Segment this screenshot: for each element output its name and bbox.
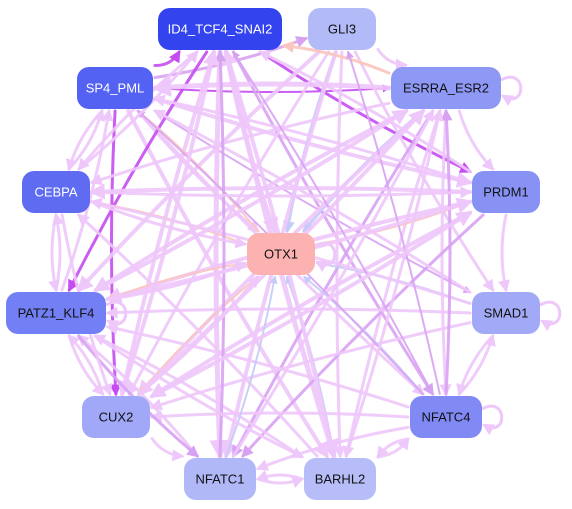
self-loop-OTX1 [314, 241, 337, 273]
edge-BARHL2-to-PATZ1_KLF4 [93, 334, 304, 459]
node-ESRRA_ESR2[interactable]: ESRRA_ESR2 [391, 67, 501, 109]
node-OTX1[interactable]: OTX1 [247, 233, 315, 275]
node-NFATC1[interactable]: NFATC1 [184, 458, 256, 500]
node-SP4_PML[interactable]: SP4_PML [77, 67, 153, 109]
edge-NFATC1-to-ESRRA_ESR2 [231, 108, 435, 458]
edge-BARHL2-to-NFATC1 [255, 470, 304, 482]
node-label-PRDM1: PRDM1 [483, 185, 529, 200]
self-loop-PATZ1_KLF4 [105, 300, 128, 332]
edge-BARHL2-to-CEBPA [77, 213, 319, 458]
self-loop-NFATC4 [481, 404, 504, 436]
edge-SMAD1-to-PATZ1_KLF4 [105, 306, 472, 319]
self-loops-layer [105, 75, 562, 436]
node-box-SMAD1 [472, 292, 540, 334]
edge-ESRRA_ESR2-to-NFATC1 [231, 109, 435, 459]
edge-PRDM1-to-SP4_PML [152, 94, 472, 184]
node-GLI3[interactable]: GLI3 [308, 8, 376, 50]
edge-PATZ1_KLF4-to-BARHL2 [93, 334, 305, 459]
edge-NFATC4-to-CUX2 [149, 410, 410, 423]
edge-SP4_PML-to-ESRRA_ESR2 [154, 84, 391, 93]
node-label-GLI3: GLI3 [328, 22, 356, 37]
edge-NFATC4-to-ID4_TCF4_SNAI2 [232, 50, 434, 395]
edge-CEBPA-to-ID4_TCF4_SNAI2 [77, 50, 199, 171]
edge-PATZ1_KLF4-to-OTX1 [106, 261, 248, 301]
edge-PRDM1-to-SMAD1 [498, 213, 510, 293]
edge-PRDM1-to-CUX2 [149, 210, 472, 399]
edge-CEBPA-to-PRDM1 [90, 186, 473, 199]
node-CEBPA[interactable]: CEBPA [22, 171, 90, 213]
edge-NFATC4-to-PATZ1_KLF4 [105, 323, 410, 409]
edge-PATZ1_KLF4-to-CEBPA [52, 212, 64, 292]
edge-NFATC1-to-BARHL2 [256, 476, 305, 488]
node-box-CEBPA [22, 171, 90, 213]
node-label-ESRRA_ESR2: ESRRA_ESR2 [403, 81, 489, 96]
edge-PATZ1_KLF4-to-CUX2 [67, 334, 105, 396]
edge-NFATC1-to-OTX1 [225, 275, 278, 457]
node-box-CUX2 [82, 396, 150, 438]
node-box-ID4_TCF4_SNAI2 [158, 8, 282, 50]
edge-CUX2-to-ID4_TCF4_SNAI2 [120, 48, 219, 396]
edge-ESRRA_ESR2-to-PRDM1 [457, 109, 495, 171]
node-label-PATZ1_KLF4: PATZ1_KLF4 [18, 306, 95, 321]
node-label-CEBPA: CEBPA [34, 185, 77, 200]
edge-CEBPA-to-PATZ1_KLF4 [48, 213, 60, 293]
edge-ID4_TCF4_SNAI2-to-NFATC4 [231, 50, 435, 397]
node-BARHL2[interactable]: BARHL2 [304, 458, 376, 500]
node-label-BARHL2: BARHL2 [315, 472, 366, 487]
node-SMAD1[interactable]: SMAD1 [472, 292, 540, 334]
edge-ESRRA_ESR2-to-BARHL2 [342, 109, 442, 459]
edge-ESRRA_ESR2-to-ID4_TCF4_SNAI2 [281, 40, 391, 75]
node-PATZ1_KLF4[interactable]: PATZ1_KLF4 [6, 292, 106, 334]
node-label-ID4_TCF4_SNAI2: ID4_TCF4_SNAI2 [168, 22, 273, 37]
node-box-NFATC4 [410, 396, 482, 438]
node-box-GLI3 [308, 8, 376, 50]
edge-CEBPA-to-SP4_PML [67, 108, 106, 171]
node-label-OTX1: OTX1 [264, 247, 298, 262]
node-PRDM1[interactable]: PRDM1 [472, 171, 540, 213]
node-ID4_TCF4_SNAI2[interactable]: ID4_TCF4_SNAI2 [158, 8, 282, 50]
edge-NFATC1-to-ID4_TCF4_SNAI2 [214, 49, 227, 458]
node-box-OTX1 [247, 233, 315, 275]
edge-BARHL2-to-ESRRA_ESR2 [344, 108, 444, 458]
edge-SMAD1-to-NFATC4 [456, 334, 495, 397]
edge-OTX1-to-CUX2 [138, 276, 259, 396]
edge-ESRRA_ESR2-to-SP4_PML [151, 76, 392, 97]
node-label-NFATC4: NFATC4 [422, 410, 471, 425]
node-label-SP4_PML: SP4_PML [86, 81, 145, 96]
edge-ESRRA_ESR2-to-CEBPA [89, 101, 391, 186]
edge-CUX2-to-PRDM1 [150, 210, 473, 399]
edge-CUX2-to-NFATC1 [150, 437, 185, 462]
node-label-CUX2: CUX2 [99, 410, 134, 425]
edge-BARHL2-to-NFATC4 [376, 437, 410, 459]
node-box-NFATC1 [184, 458, 256, 500]
edge-GLI3-to-ESRRA_ESR2 [376, 47, 408, 71]
edge-CUX2-to-OTX1 [137, 275, 260, 396]
node-CUX2[interactable]: CUX2 [82, 396, 150, 438]
self-loop-ESRRA_ESR2 [500, 75, 523, 107]
edge-ID4_TCF4_SNAI2-to-NFATC1 [209, 49, 230, 460]
node-box-ESRRA_ESR2 [391, 67, 501, 109]
edge-PATZ1_KLF4-to-ESRRA_ESR2 [93, 109, 409, 292]
edges-layer [48, 36, 510, 488]
edge-NFATC4-to-ESRRA_ESR2 [440, 108, 453, 396]
node-label-NFATC1: NFATC1 [196, 472, 245, 487]
edge-PRDM1-to-ID4_TCF4_SNAI2 [258, 50, 472, 173]
node-box-PRDM1 [472, 171, 540, 213]
node-box-BARHL2 [304, 458, 376, 500]
edge-CEBPA-to-OTX1 [90, 200, 248, 249]
edge-GLI3-to-BARHL2 [333, 50, 346, 459]
node-label-SMAD1: SMAD1 [484, 306, 529, 321]
self-loop-SMAD1 [539, 300, 562, 332]
node-box-PATZ1_KLF4 [6, 292, 106, 334]
edge-ID4_TCF4_SNAI2-to-CUX2 [117, 50, 216, 398]
node-NFATC4[interactable]: NFATC4 [410, 396, 482, 438]
edge-SMAD1-to-SP4_PML [152, 109, 472, 294]
edge-NFATC4-to-SMAD1 [457, 333, 496, 396]
edge-SP4_PML-to-ID4_TCF4_SNAI2 [153, 49, 181, 68]
node-box-SP4_PML [77, 67, 153, 109]
